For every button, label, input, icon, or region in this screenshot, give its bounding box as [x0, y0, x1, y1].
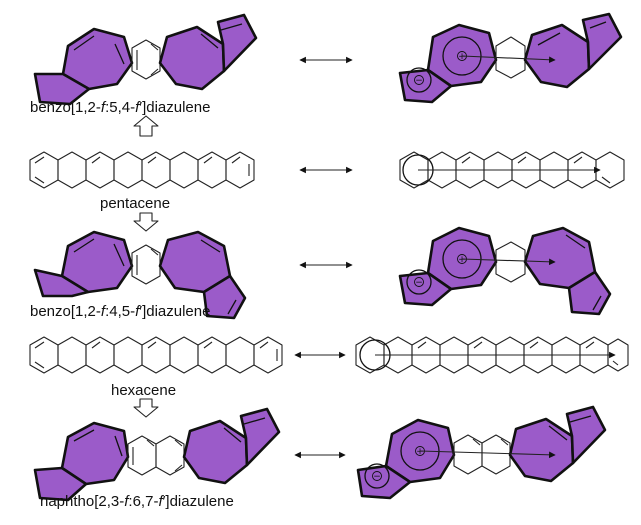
pentacene-resonance [399, 151, 625, 189]
negative-charge-symbol: − [415, 76, 423, 86]
block-arrow-up-icon [133, 115, 159, 137]
benzodiazulene-45-molecule [33, 230, 247, 320]
negative-charge-symbol: − [415, 278, 423, 288]
naphthodiazulene-molecule [33, 407, 281, 502]
compound-name-benzodiazulene-45: benzo[1,2-f:4,5-f′]diazulene [30, 303, 210, 320]
hexacene-resonance [355, 336, 629, 374]
positive-charge-symbol: + [458, 52, 466, 62]
hexacene-molecule [29, 336, 283, 374]
naphthodiazulene-resonance: + − [356, 405, 607, 500]
dipole-arrow-icon [461, 55, 556, 64]
positive-charge-symbol: + [416, 447, 424, 457]
block-arrow-down-icon [133, 398, 159, 418]
block-arrow-down-icon [133, 212, 159, 232]
dipole-arrow-icon [461, 258, 556, 266]
dipole-arrow-icon [419, 450, 556, 459]
compound-name-pentacene: pentacene [100, 195, 170, 212]
compound-name-hexacene: hexacene [111, 382, 176, 399]
benzodiazulene-54-resonance: + − [398, 12, 623, 104]
pentacene-molecule [29, 151, 255, 189]
compound-name-naphthodiazulene: naphtho[2,3-f:6,7-f′]diazulene [40, 493, 234, 510]
positive-charge-symbol: + [458, 255, 466, 265]
benzodiazulene-54-molecule [33, 13, 258, 106]
negative-charge-symbol: − [373, 472, 381, 482]
compound-name-benzodiazulene-54: benzo[1,2-f:5,4-f′]diazulene [30, 99, 210, 116]
benzodiazulene-45-resonance: + − [398, 226, 612, 316]
